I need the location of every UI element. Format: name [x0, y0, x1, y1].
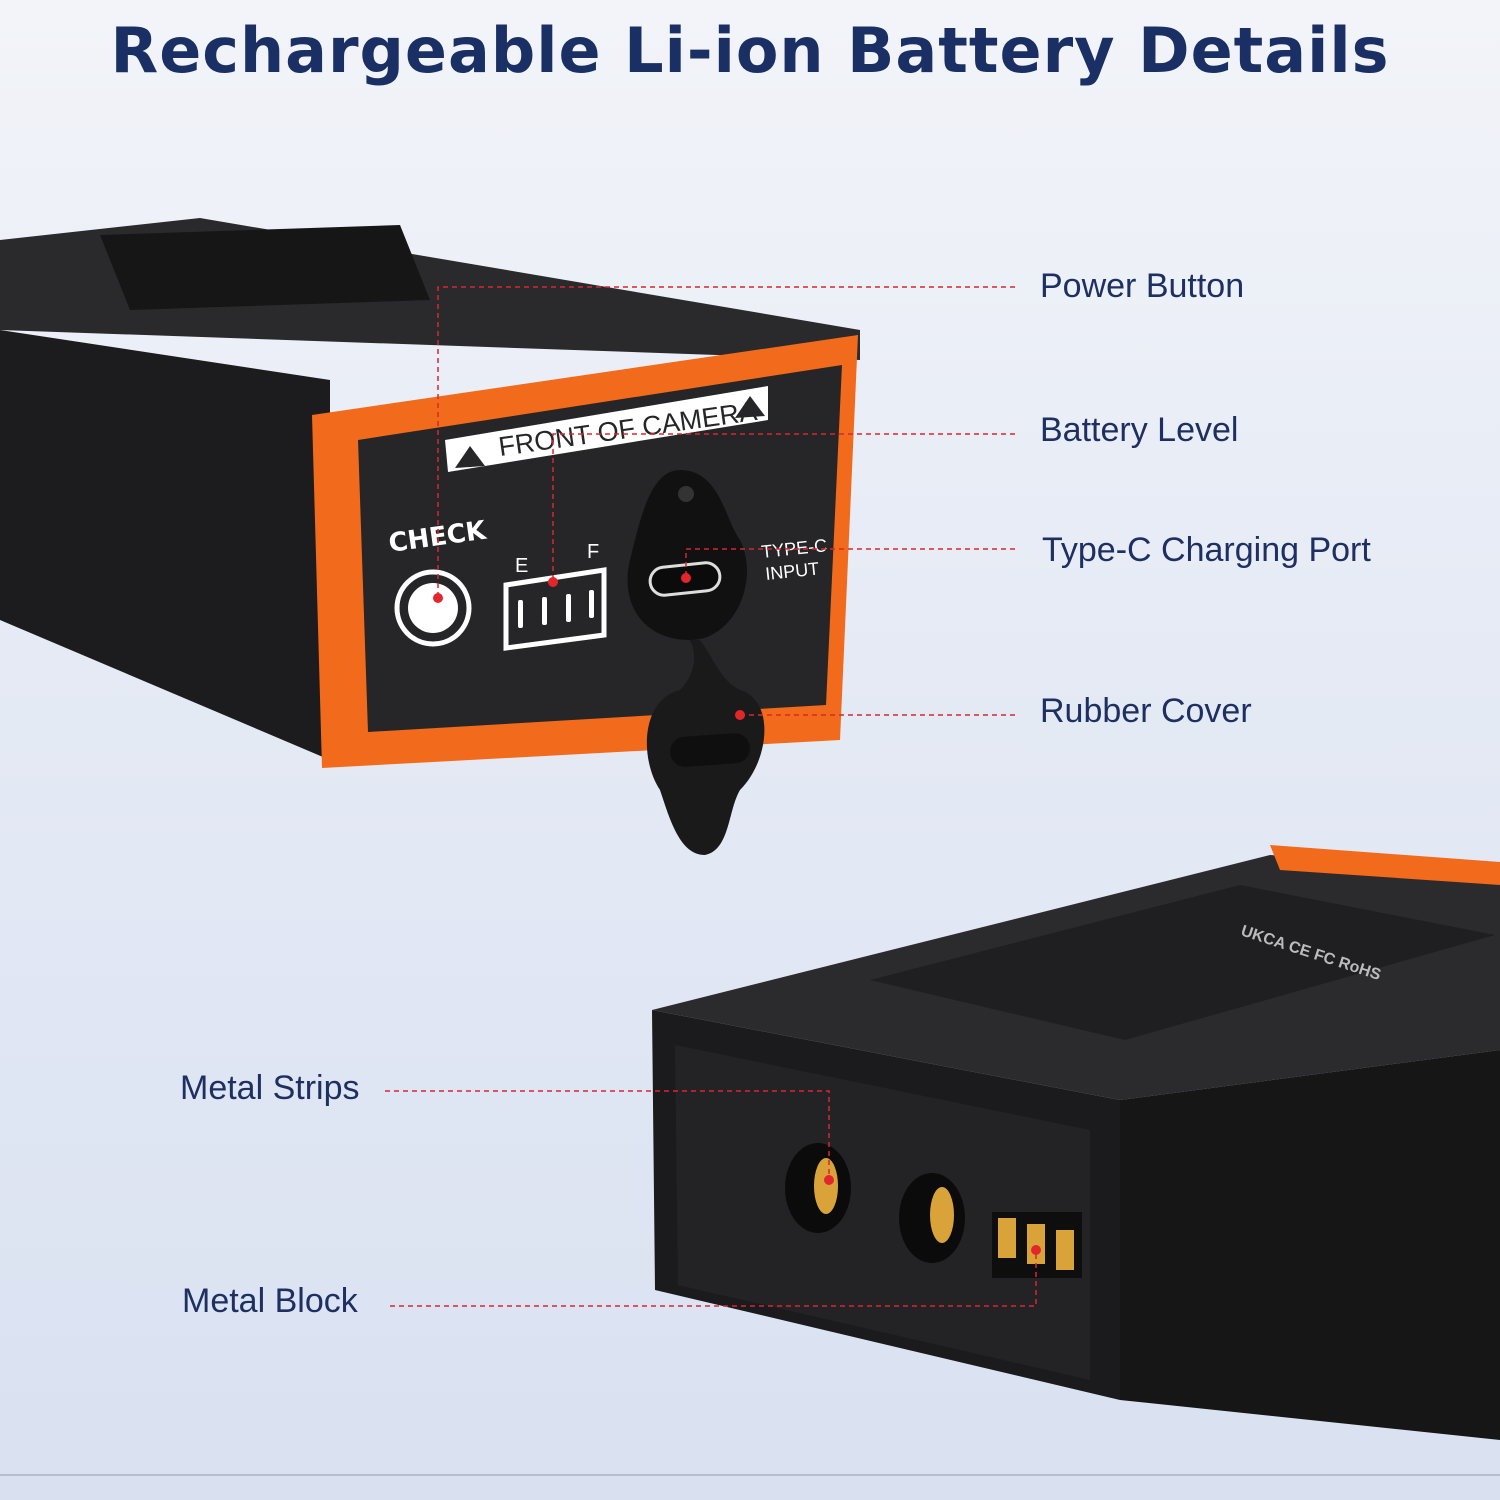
check-button-ring	[394, 569, 472, 647]
battery-top: FRONT OF CAMERA CHECK E F TYPE-C INPUT	[0, 218, 860, 855]
callout-metal-strips: Metal Strips	[180, 1069, 360, 1107]
callout-power-button: Power Button	[1040, 267, 1245, 305]
spec-label-panel	[870, 885, 1495, 1040]
level-empty-label: E	[515, 555, 528, 577]
power-button[interactable]	[408, 583, 458, 633]
level-full-label: F	[587, 541, 599, 563]
callout-dots	[433, 573, 1041, 1255]
callout-metal-block: Metal Block	[182, 1282, 358, 1320]
callout-type-c-port: Type-C Charging Port	[1042, 531, 1371, 569]
battery-bottom: UKCA CE FC RoHS	[652, 845, 1500, 1440]
callout-rubber-cover: Rubber Cover	[1040, 692, 1252, 730]
callout-lines	[385, 286, 1037, 1307]
battery-level-indicator	[503, 567, 607, 651]
divider	[0, 1474, 1500, 1476]
callout-battery-level: Battery Level	[1040, 411, 1239, 449]
port-surround	[627, 470, 747, 640]
page-title: Rechargeable Li-ion Battery Details	[110, 14, 1390, 87]
